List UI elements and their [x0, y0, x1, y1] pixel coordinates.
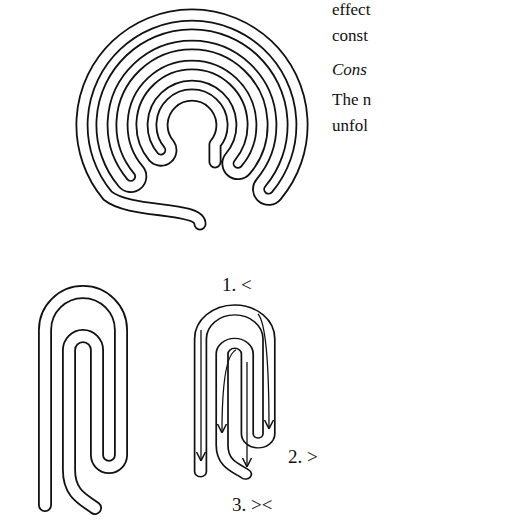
label-slot: 2. > — [288, 446, 318, 468]
label-slot: unfol — [332, 116, 368, 136]
label-slot: 1. < — [222, 274, 252, 296]
folded-figure — [45, 292, 121, 508]
label-slot: effect — [332, 0, 370, 20]
label-slot: Cons — [332, 60, 367, 80]
direction-arrows — [201, 314, 269, 466]
arrow — [246, 362, 247, 466]
body-text: unfol — [332, 116, 368, 135]
label-slot: The n — [332, 90, 371, 110]
step-label: 3. >< — [232, 494, 272, 515]
arrow — [258, 314, 269, 428]
folded-figure-arrows — [201, 310, 269, 474]
step-label: 1. < — [222, 274, 252, 295]
label-slot: const — [332, 26, 368, 46]
arrow — [200, 330, 201, 460]
body-text: The n — [332, 90, 371, 109]
body-text: const — [332, 26, 368, 45]
body-text: effect — [332, 0, 370, 19]
arrow — [222, 350, 236, 432]
step-label: 2. > — [288, 446, 318, 467]
labyrinth — [82, 15, 302, 224]
label-slot: 3. >< — [232, 494, 272, 516]
body-text: Cons — [332, 60, 367, 79]
